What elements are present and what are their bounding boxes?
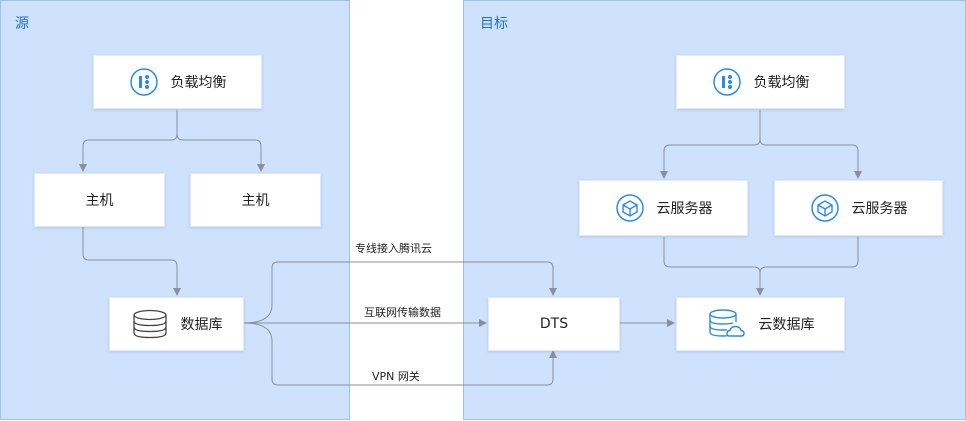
source-zone-label: 源 bbox=[15, 16, 29, 32]
load-balancer-icon bbox=[712, 67, 742, 97]
target-cvm-left[interactable]: 云服务器 bbox=[579, 180, 748, 236]
dts-label: DTS bbox=[539, 316, 569, 332]
target-zone-label: 目标 bbox=[480, 16, 508, 32]
edge-cvm-right-clouddb bbox=[759, 237, 859, 274]
target-cvm-right-label: 云服务器 bbox=[851, 201, 908, 217]
dts-node[interactable]: DTS bbox=[488, 297, 620, 351]
source-database[interactable]: 数据库 bbox=[109, 297, 244, 351]
edge-database-dts-vpn bbox=[243, 322, 557, 386]
edge-lb-host-left bbox=[79, 110, 178, 172]
edge-cvm-left-clouddb bbox=[663, 237, 764, 296]
cloud-database-icon bbox=[707, 308, 747, 340]
cloud-server-icon bbox=[615, 193, 645, 223]
source-host-left[interactable]: 主机 bbox=[34, 173, 165, 227]
direct-connect-label: 专线接入腾讯云 bbox=[355, 242, 432, 255]
source-load-balancer[interactable]: 负载均衡 bbox=[93, 55, 262, 109]
edge-tlb-cvm-left bbox=[660, 110, 761, 179]
edge-host-database bbox=[82, 227, 181, 296]
vpn-label: VPN 网关 bbox=[372, 370, 420, 383]
target-load-balancer[interactable]: 负载均衡 bbox=[676, 55, 845, 109]
target-cloud-database-label: 云数据库 bbox=[758, 317, 815, 333]
target-cvm-right[interactable]: 云服务器 bbox=[774, 180, 943, 236]
source-host-right-label: 主机 bbox=[241, 193, 270, 209]
source-load-balancer-label: 负载均衡 bbox=[170, 75, 227, 91]
target-cloud-database[interactable]: 云数据库 bbox=[676, 297, 845, 351]
source-host-right[interactable]: 主机 bbox=[190, 173, 321, 227]
database-icon bbox=[131, 309, 169, 339]
edge-tlb-cvm-right bbox=[759, 138, 862, 179]
edge-database-dts-direct bbox=[243, 261, 557, 324]
internet-label: 互联网传输数据 bbox=[364, 306, 441, 319]
source-host-left-label: 主机 bbox=[85, 193, 114, 209]
target-cvm-left-label: 云服务器 bbox=[656, 201, 713, 217]
cloud-server-icon bbox=[810, 193, 840, 223]
source-database-label: 数据库 bbox=[180, 317, 223, 333]
load-balancer-icon bbox=[129, 67, 159, 97]
edge-lb-host-right bbox=[176, 133, 265, 172]
target-load-balancer-label: 负载均衡 bbox=[753, 75, 810, 91]
